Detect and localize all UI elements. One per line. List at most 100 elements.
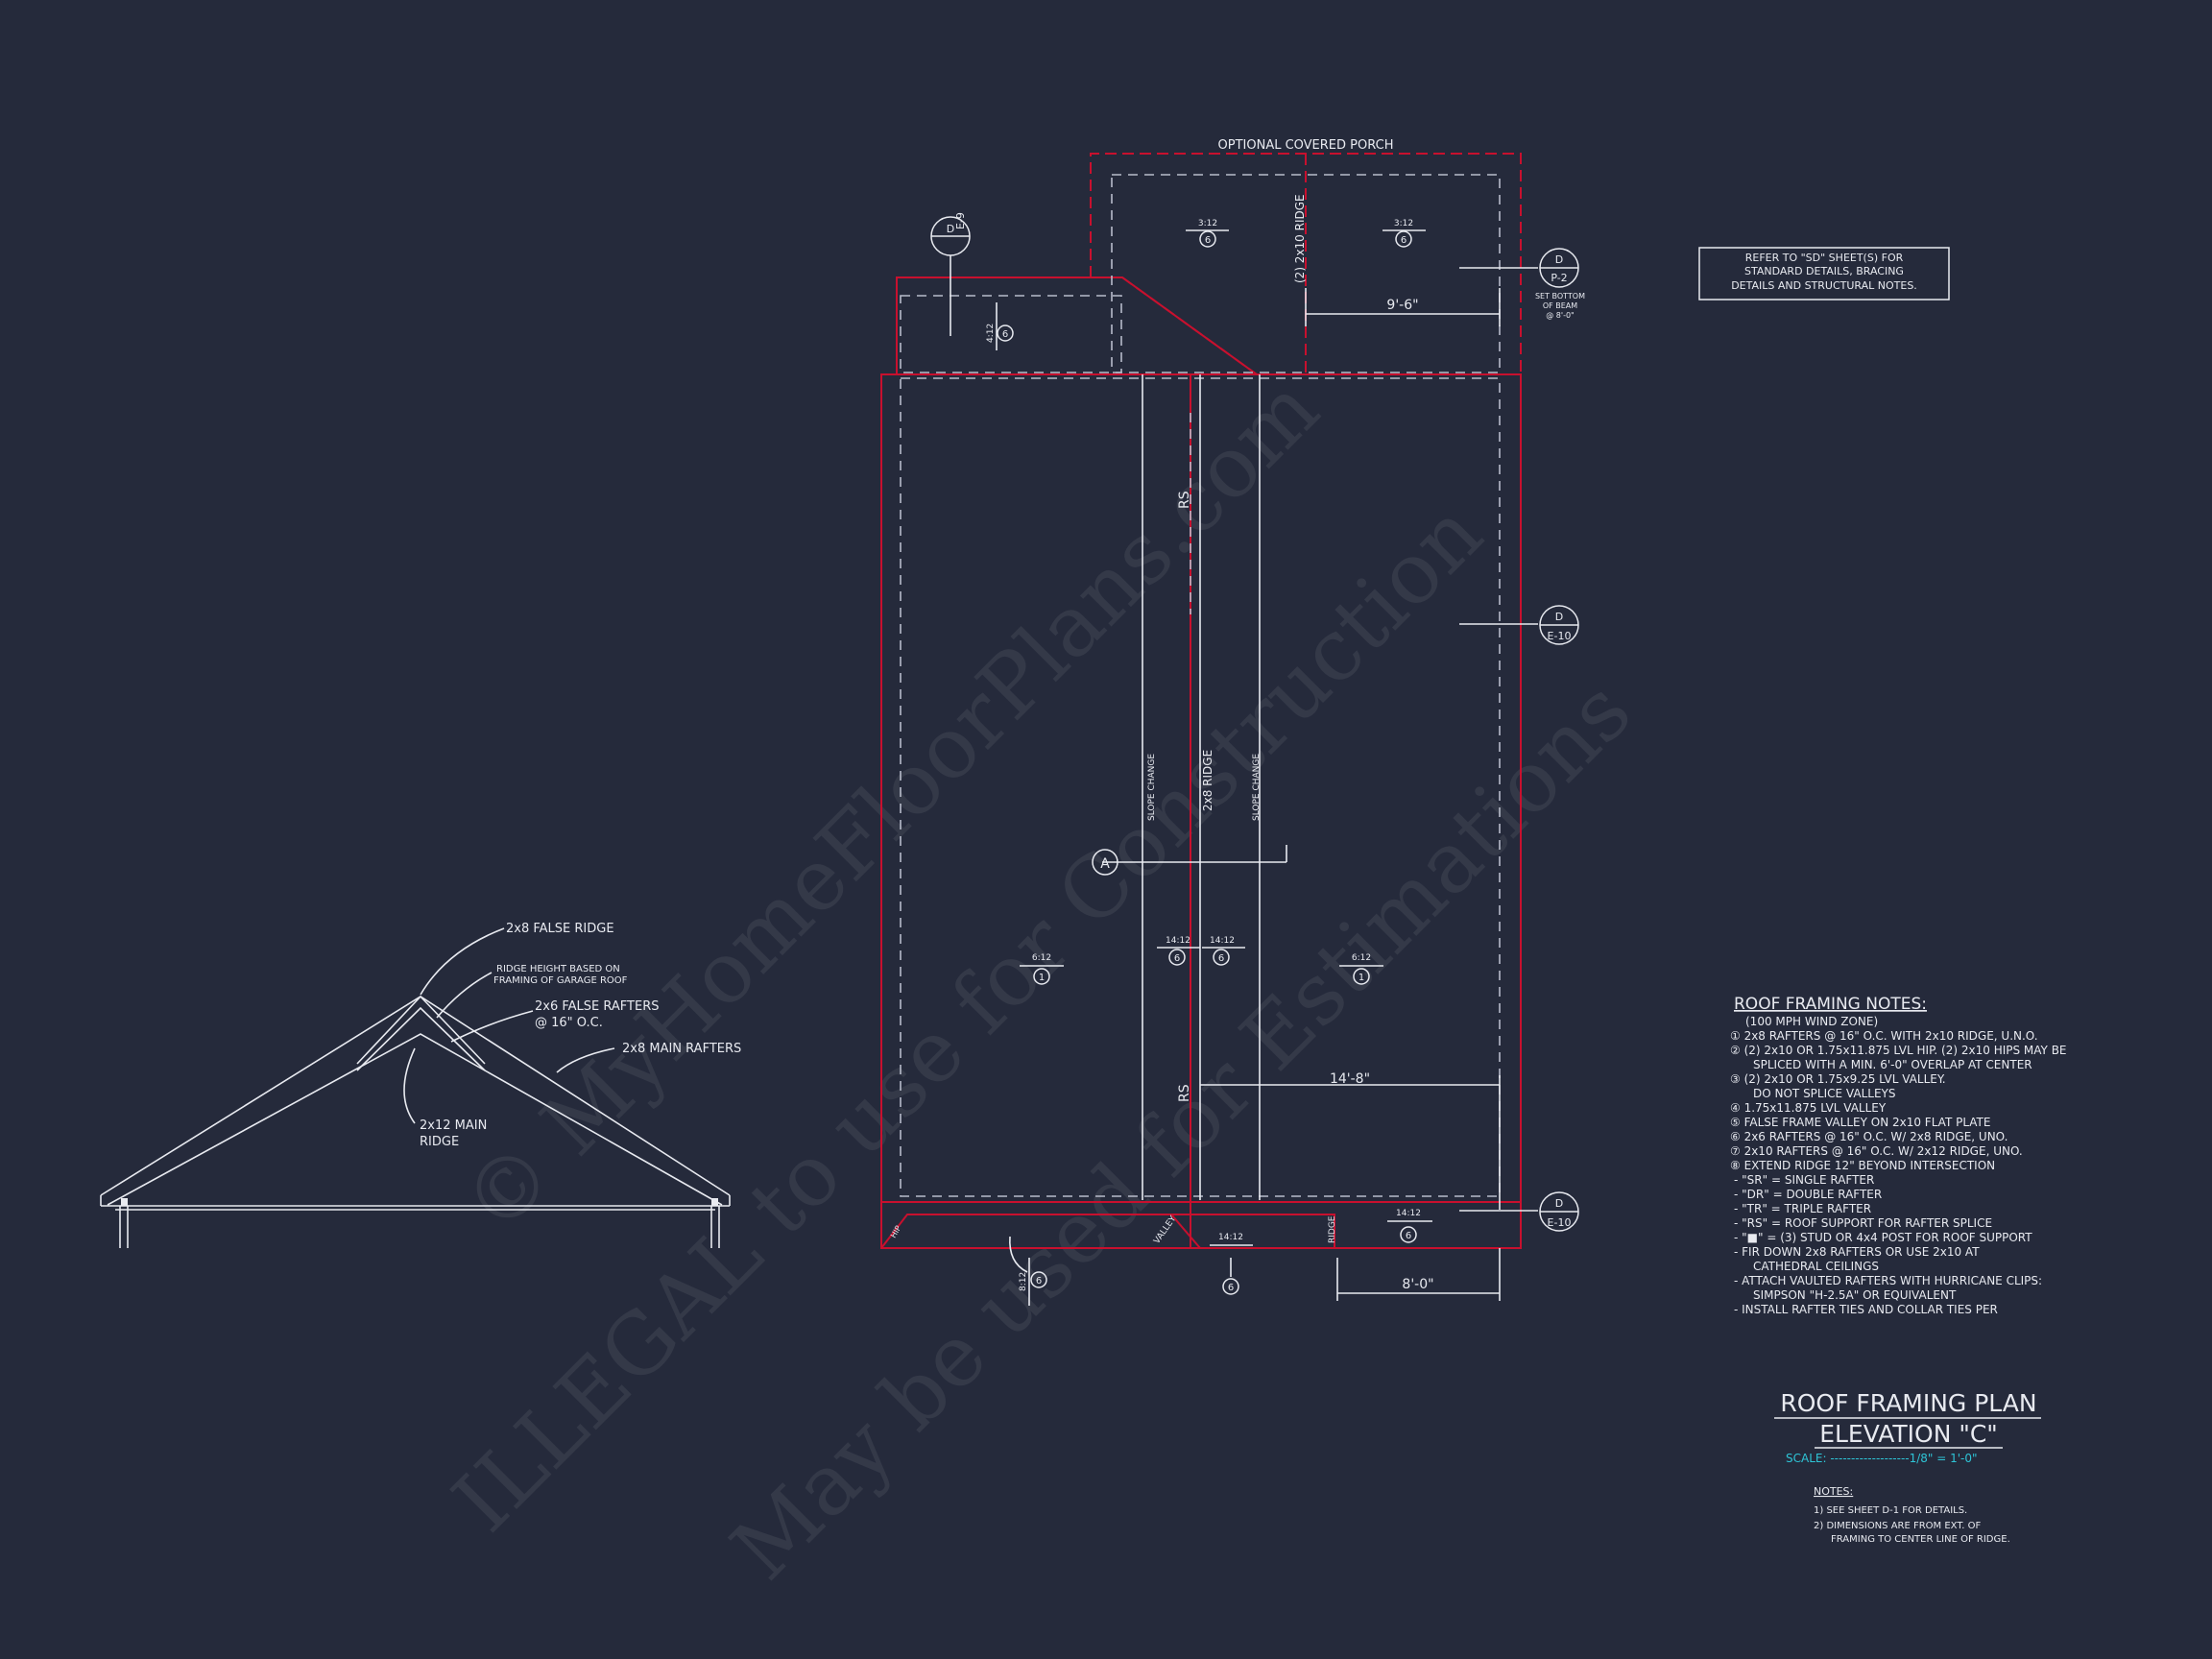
bottom-dimension: 8'-0" <box>1402 1277 1433 1292</box>
svg-text:6: 6 <box>1218 953 1224 964</box>
section-marker-a[interactable]: A <box>1092 849 1118 876</box>
svg-text:- "TR" = TRIPLE RAFTER: - "TR" = TRIPLE RAFTER <box>1734 1202 1871 1215</box>
main-ridge-label: 2x8 RIDGE <box>1201 750 1214 811</box>
svg-text:SET BOTTOM: SET BOTTOM <box>1535 292 1585 301</box>
refer-note: REFER TO "SD" SHEET(S) FOR STANDARD DETA… <box>1698 247 1950 301</box>
svg-text:4:12: 4:12 <box>986 324 996 343</box>
detail-callout-e10-upper[interactable]: D E-10 <box>1539 605 1579 645</box>
pitch-812: 8:12 6 <box>1009 1236 1047 1306</box>
svg-text:14:12: 14:12 <box>1210 936 1235 946</box>
svg-text:FRAMING TO CENTER LINE OF RIDG: FRAMING TO CENTER LINE OF RIDGE. <box>1831 1534 2010 1545</box>
svg-text:② (2) 2x10 OR 1.75x11.875 LVL: ② (2) 2x10 OR 1.75x11.875 LVL HIP. (2) 2… <box>1730 1044 2067 1057</box>
svg-text:@ 8'-0": @ 8'-0" <box>1546 311 1575 320</box>
detail-callout-p2[interactable]: D P-2 <box>1539 248 1579 288</box>
rs-label-lower: RS <box>1177 1084 1192 1102</box>
front-eave-outline <box>880 1201 1522 1249</box>
svg-text:- "DR" = DOUBLE RAFTER: - "DR" = DOUBLE RAFTER <box>1734 1188 1882 1201</box>
false-rafters-label-2: @ 16" O.C. <box>535 1016 603 1030</box>
ridge-height-label-2: FRAMING OF GARAGE ROOF <box>493 975 628 986</box>
svg-text:⑦ 2x10 RAFTERS @ 16" O.C. W/ 2: ⑦ 2x10 RAFTERS @ 16" O.C. W/ 2x12 RIDGE,… <box>1730 1144 2023 1158</box>
drawing-subtitle: ELEVATION "C" <box>1819 1420 1998 1448</box>
pitch-312-left: 3:12 6 <box>1186 219 1229 248</box>
svg-text:6: 6 <box>1406 1231 1411 1241</box>
pitch-412: 4:12 6 <box>986 302 1014 350</box>
svg-text:D: D <box>947 223 954 235</box>
svg-text:1: 1 <box>1358 973 1364 983</box>
svg-text:CATHEDRAL CEILINGS: CATHEDRAL CEILINGS <box>1753 1260 1879 1273</box>
svg-text:3:12: 3:12 <box>1394 219 1413 228</box>
svg-text:- "■" = (3) STUD OR 4x4 POST F: - "■" = (3) STUD OR 4x4 POST FOR ROOF SU… <box>1734 1231 2032 1244</box>
title-block: ROOF FRAMING PLAN ELEVATION "C" SCALE: -… <box>1774 1389 2041 1545</box>
svg-text:A: A <box>1100 856 1110 872</box>
rs-label-upper: RS <box>1177 491 1192 509</box>
detail-callout-e9[interactable]: D E-9 <box>930 212 971 256</box>
roof-framing-notes: ROOF FRAMING NOTES: (100 MPH WIND ZONE) … <box>1730 995 2067 1316</box>
svg-text:⑤ FALSE FRAME VALLEY ON 2x10 F: ⑤ FALSE FRAME VALLEY ON 2x10 FLAT PLATE <box>1730 1116 1990 1129</box>
svg-text:(100 MPH WIND ZONE): (100 MPH WIND ZONE) <box>1745 1015 1878 1028</box>
svg-text:OF BEAM: OF BEAM <box>1543 301 1577 310</box>
svg-text:1: 1 <box>1039 973 1045 983</box>
plan-labels: OPTIONAL COVERED PORCH (2) 2x10 RIDGE 9'… <box>889 138 1585 1292</box>
porch-dimension: 9'-6" <box>1386 298 1418 313</box>
pitch-1412-d: 14:12 6 <box>1387 1209 1432 1243</box>
svg-text:- ATTACH VAULTED RAFTERS WITH: - ATTACH VAULTED RAFTERS WITH HURRICANE … <box>1734 1274 2042 1287</box>
svg-text:1) SEE SHEET D-1 FOR DETAILS.: 1) SEE SHEET D-1 FOR DETAILS. <box>1814 1505 1967 1516</box>
svg-text:6: 6 <box>1036 1276 1042 1286</box>
beam-note: SET BOTTOM OF BEAM @ 8'-0" <box>1535 292 1585 320</box>
pitch-1412-c: 14:12 6 <box>1210 1233 1253 1295</box>
framing-lines <box>900 174 1538 1301</box>
roof-outline <box>880 153 1522 1249</box>
hip-label: HIP <box>889 1224 902 1239</box>
svg-text:⑥ 2x6 RAFTERS @ 16" O.C. W/ 2x: ⑥ 2x6 RAFTERS @ 16" O.C. W/ 2x8 RIDGE, U… <box>1730 1130 2008 1143</box>
main-rafters-label: 2x8 MAIN RAFTERS <box>622 1042 741 1056</box>
svg-text:SIMPSON "H-2.5A" OR EQUIVALENT: SIMPSON "H-2.5A" OR EQUIVALENT <box>1753 1288 1957 1302</box>
svg-text:6:12: 6:12 <box>1352 953 1371 963</box>
svg-text:E-10: E-10 <box>1548 630 1572 642</box>
svg-text:STANDARD DETAILS, BRACING: STANDARD DETAILS, BRACING <box>1744 265 1904 277</box>
pitch-612-right: 6:12 1 <box>1339 953 1383 985</box>
pitch-1412-b: 14:12 6 <box>1202 936 1245 966</box>
notes-heading: ROOF FRAMING NOTES: <box>1734 995 1927 1014</box>
svg-text:6: 6 <box>1174 953 1180 964</box>
svg-text:③ (2) 2x10 OR 1.75x9.25 LVL VA: ③ (2) 2x10 OR 1.75x9.25 LVL VALLEY. <box>1730 1072 1946 1086</box>
svg-text:8:12: 8:12 <box>1019 1272 1028 1291</box>
svg-text:E-10: E-10 <box>1548 1216 1572 1229</box>
front-porch-hip <box>880 1214 1335 1249</box>
svg-text:14:12: 14:12 <box>1218 1233 1243 1242</box>
false-rafters-label-1: 2x6 FALSE RAFTERS <box>535 999 659 1014</box>
svg-text:- "RS" = ROOF SUPPORT FOR RAFT: - "RS" = ROOF SUPPORT FOR RAFTER SPLICE <box>1734 1216 1992 1230</box>
svg-text:2) DIMENSIONS ARE FROM EXT. OF: 2) DIMENSIONS ARE FROM EXT. OF <box>1814 1521 1982 1531</box>
svg-text:6: 6 <box>1205 235 1211 246</box>
svg-text:- FIR DOWN 2x8 RAFTERS OR USE: - FIR DOWN 2x8 RAFTERS OR USE 2x10 AT <box>1734 1245 1980 1259</box>
svg-text:E-9: E-9 <box>954 212 967 229</box>
drawing-title: ROOF FRAMING PLAN <box>1780 1389 2036 1417</box>
svg-text:④ 1.75x11.875 LVL VALLEY: ④ 1.75x11.875 LVL VALLEY <box>1730 1101 1887 1115</box>
svg-text:3:12: 3:12 <box>1198 219 1217 228</box>
svg-text:6: 6 <box>1401 235 1407 246</box>
main-ridge-label-2: RIDGE <box>420 1135 459 1149</box>
svg-text:⑧ EXTEND RIDGE 12" BEYOND INTE: ⑧ EXTEND RIDGE 12" BEYOND INTERSECTION <box>1730 1159 1995 1172</box>
svg-text:D: D <box>1555 611 1563 623</box>
pitch-312-right: 3:12 6 <box>1382 219 1426 248</box>
svg-text:① 2x8 RAFTERS @ 16" O.C. WITH: ① 2x8 RAFTERS @ 16" O.C. WITH 2x10 RIDGE… <box>1730 1029 2038 1043</box>
svg-text:REFER TO "SD" SHEET(S) FOR: REFER TO "SD" SHEET(S) FOR <box>1745 252 1904 264</box>
svg-text:SPLICED WITH A MIN. 6'-0" OVER: SPLICED WITH A MIN. 6'-0" OVERLAP AT CEN… <box>1753 1058 2032 1071</box>
svg-text:14:12: 14:12 <box>1166 936 1190 946</box>
svg-text:DETAILS AND STRUCTURAL NOTES.: DETAILS AND STRUCTURAL NOTES. <box>1731 279 1917 292</box>
svg-text:- INSTALL RAFTER TIES AND COLL: - INSTALL RAFTER TIES AND COLLAR TIES PE… <box>1734 1303 1998 1316</box>
porch-ridge-label: (2) 2x10 RIDGE <box>1293 194 1307 283</box>
svg-text:DO NOT SPLICE VALLEYS: DO NOT SPLICE VALLEYS <box>1753 1087 1895 1100</box>
svg-text:D: D <box>1555 1197 1563 1210</box>
title-notes-heading: NOTES: <box>1814 1485 1853 1498</box>
detail-callout-e10-lower[interactable]: D E-10 <box>1539 1191 1579 1232</box>
svg-text:6: 6 <box>1002 329 1008 340</box>
svg-text:6: 6 <box>1228 1283 1234 1293</box>
svg-text:D: D <box>1555 253 1563 266</box>
slope-change-label-left: SLOPE CHANGE <box>1147 754 1157 821</box>
pitch-1412-a: 14:12 6 <box>1157 936 1200 966</box>
svg-text:6:12: 6:12 <box>1032 953 1051 963</box>
roof-section-detail: 2x8 FALSE RIDGE RIDGE HEIGHT BASED ON FR… <box>100 922 741 1248</box>
svg-text:14:12: 14:12 <box>1396 1209 1421 1218</box>
front-ridge-label: RIDGE <box>1328 1215 1337 1243</box>
